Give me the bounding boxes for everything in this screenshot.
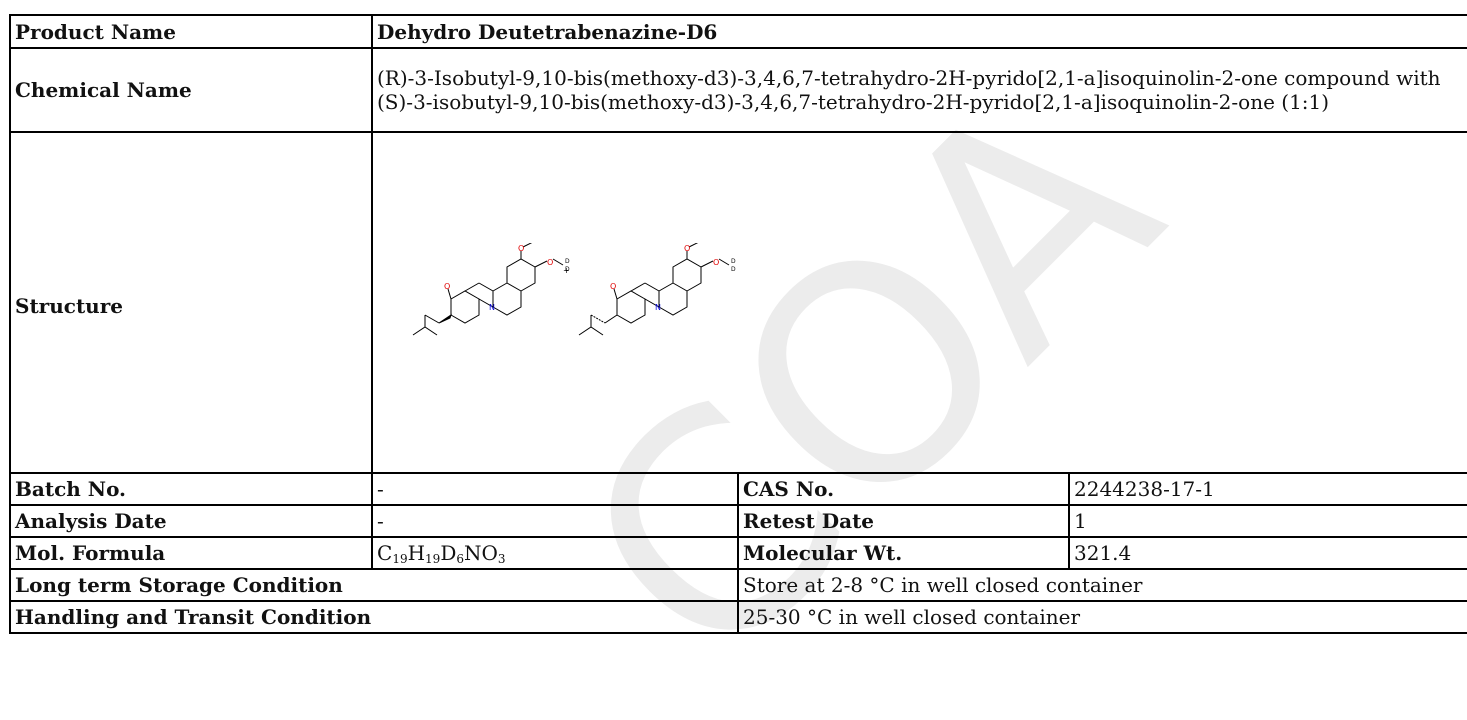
row-dates: Analysis Date - Retest Date 1 — [9, 504, 1467, 538]
product-name-value: Dehydro Deutetrabenazine-D6 — [370, 14, 1467, 49]
retest-date-label: Retest Date — [737, 504, 1070, 538]
oxygen-label-2a: O — [610, 282, 616, 291]
deuterium-label: D — [565, 258, 570, 265]
mol-wt-label: Molecular Wt. — [737, 536, 1070, 570]
row-structure: Structure — [9, 131, 1467, 474]
deuterium-label: D — [731, 266, 736, 273]
transit-label: Handling and Transit Condition — [9, 600, 739, 634]
formula-element: D — [440, 541, 457, 565]
batch-value: - — [371, 472, 739, 506]
formula-element: N — [464, 541, 482, 565]
oxygen-label-2b: O — [684, 244, 690, 253]
formula-element: H — [407, 541, 426, 565]
deuterium-label: D — [731, 258, 736, 265]
analysis-date-label: Analysis Date — [9, 504, 373, 538]
cas-value: 2244238-17-1 — [1067, 472, 1467, 506]
transit-value: 25-30 °C in well closed container — [736, 600, 1467, 634]
structure-image: O N O O + O N O O D D D D D D — [412, 243, 736, 336]
deuterium-label: D — [565, 266, 570, 273]
row-storage: Long term Storage Condition Store at 2-8… — [9, 568, 1467, 602]
nitrogen-label-1: N — [489, 303, 495, 312]
mol-wt-value: 321.4 — [1067, 536, 1467, 570]
row-formula: Mol. Formula C19H19D6NO3 Molecular Wt. 3… — [9, 536, 1467, 570]
structure-cell: O N O O + O N O O D D D D D D — [370, 131, 1467, 474]
oxygen-label-1a: O — [444, 282, 450, 291]
batch-label: Batch No. — [9, 472, 373, 506]
chemical-name-value: (R)-3-Isobutyl-9,10-bis(methoxy-d3)-3,4,… — [370, 47, 1467, 133]
storage-label: Long term Storage Condition — [9, 568, 739, 602]
coa-table: Product Name Dehydro Deutetrabenazine-D6… — [9, 14, 1467, 634]
formula-element: O — [481, 541, 498, 565]
row-transit: Handling and Transit Condition 25-30 °C … — [9, 600, 1467, 634]
plus-sign: + — [563, 266, 570, 275]
cas-label: CAS No. — [737, 472, 1070, 506]
formula-label: Mol. Formula — [9, 536, 373, 570]
formula-element: C — [377, 541, 393, 565]
row-batch: Batch No. - CAS No. 2244238-17-1 — [9, 472, 1467, 506]
product-name-label: Product Name — [9, 14, 373, 49]
oxygen-label-1c: O — [547, 258, 553, 267]
formula-value: C19H19D6NO3 — [371, 536, 739, 570]
structure-label: Structure — [9, 131, 373, 474]
storage-value: Store at 2-8 °C in well closed container — [736, 568, 1467, 602]
retest-date-value: 1 — [1067, 504, 1467, 538]
nitrogen-label-2: N — [655, 303, 661, 312]
oxygen-label-2c: O — [713, 258, 719, 267]
chemical-name-label: Chemical Name — [9, 47, 373, 133]
row-chemical-name: Chemical Name (R)-3-Isobutyl-9,10-bis(me… — [9, 47, 1467, 133]
analysis-date-value: - — [371, 504, 739, 538]
row-product-name: Product Name Dehydro Deutetrabenazine-D6 — [9, 14, 1467, 49]
oxygen-label-1b: O — [518, 244, 524, 253]
